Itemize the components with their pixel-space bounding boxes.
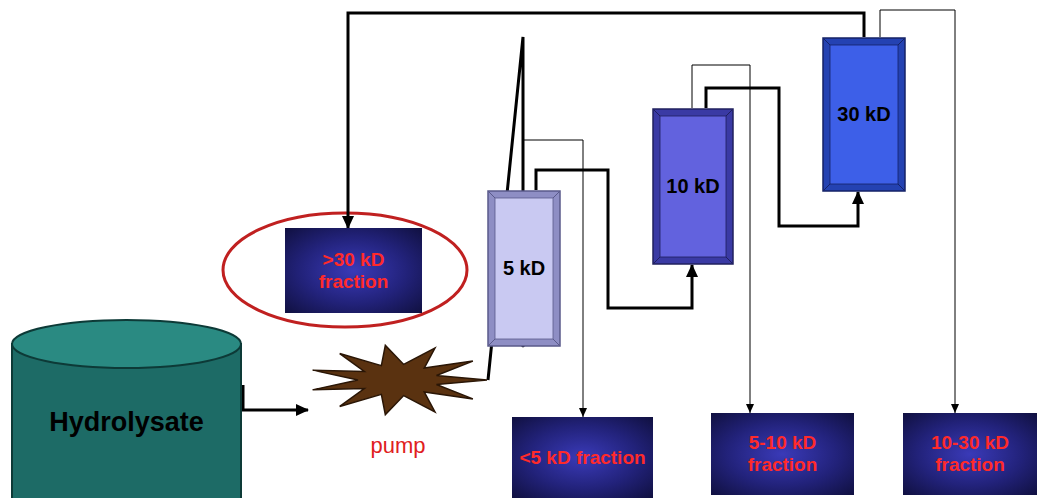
fraction-box: <5 kD fraction <box>512 417 653 498</box>
node-label: 10 kD <box>666 175 719 198</box>
pump-burst <box>313 345 487 414</box>
column-edge <box>823 38 905 191</box>
node-label: Hydrolysate <box>49 407 204 438</box>
filter-column: 5 kD <box>487 190 561 347</box>
node-label: >30 kD fraction <box>291 249 416 293</box>
fraction-box: >30 kD fraction <box>285 228 422 313</box>
column-edge <box>653 109 733 264</box>
node-label: pump <box>370 433 425 458</box>
column-face <box>495 198 553 339</box>
pump-symbol: pump <box>308 343 488 458</box>
column-edge <box>488 191 560 346</box>
column-bevel <box>488 191 560 346</box>
column-bevel <box>653 109 733 264</box>
filter-column: 30 kD <box>822 37 906 192</box>
column-face <box>660 116 726 257</box>
cylinder-top <box>12 320 241 368</box>
node-label: 10-30 kD fraction <box>909 432 1031 476</box>
node-label: 30 kD <box>837 103 890 126</box>
node-label: 5-10 kD fraction <box>717 432 848 476</box>
column-face <box>830 45 898 184</box>
filter-column: 10 kD <box>652 108 734 265</box>
node-label: <5 kD fraction <box>519 447 645 469</box>
tank-cylinder: Hydrolysate <box>10 318 243 498</box>
flow-connector <box>243 385 308 410</box>
column-bevel <box>823 38 905 191</box>
fraction-box: 10-30 kD fraction <box>903 413 1037 495</box>
highlight-ellipse <box>223 213 467 327</box>
node-label: 5 kD <box>503 257 545 280</box>
fraction-box: 5-10 kD fraction <box>711 413 854 495</box>
flow-connector <box>348 13 864 228</box>
